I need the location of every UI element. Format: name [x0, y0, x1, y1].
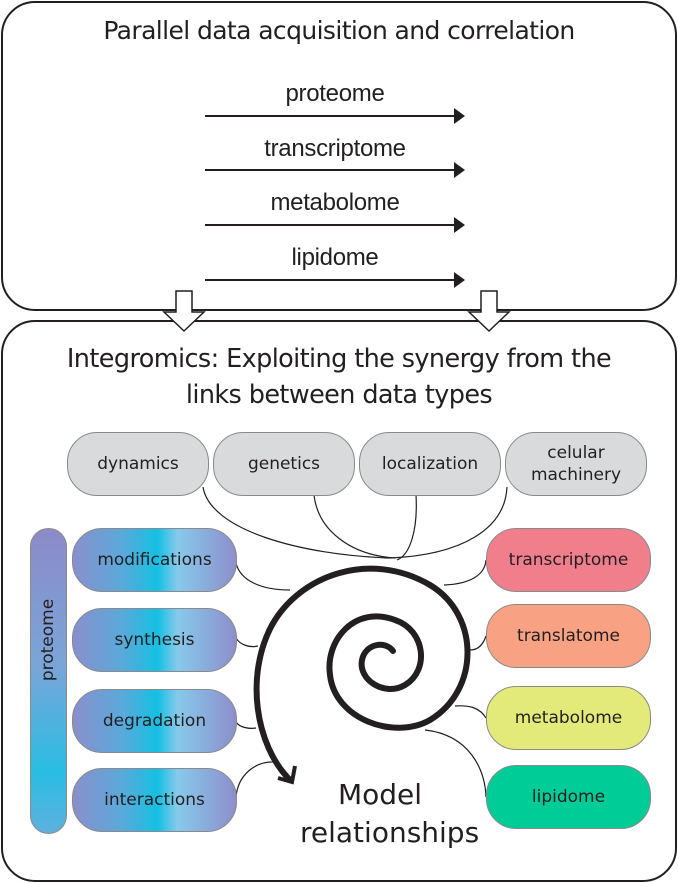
- node-label: modifications: [97, 550, 212, 570]
- node-label: synthesis: [114, 630, 195, 650]
- connector-genetics: [313, 494, 396, 559]
- node-lipidome: lipidome: [486, 765, 651, 829]
- node-label: degradation: [102, 711, 207, 731]
- node-label: machinery: [530, 465, 622, 485]
- flow-label-proteome: proteome: [285, 80, 385, 107]
- acquisition-title: Parallel data acquisition and correlatio…: [103, 16, 575, 45]
- node-label: genetics: [247, 454, 321, 474]
- node-localization: localization: [359, 432, 501, 496]
- flow-arrow-lipidome: [205, 272, 465, 288]
- flow-arrow-transcriptome: [205, 162, 465, 178]
- node-genetics: genetics: [213, 432, 355, 496]
- connector-lipidome: [424, 729, 487, 798]
- connector-metabolome: [454, 705, 487, 719]
- node-label: lipidome: [531, 787, 606, 807]
- node-synthesis: synthesis: [72, 608, 237, 672]
- model-relationships-label: Model relationships: [300, 776, 480, 852]
- node-cellular-machinery: celular machinery: [505, 432, 647, 496]
- node-label: translatome: [517, 626, 620, 646]
- node-label: interactions: [104, 790, 205, 810]
- node-degradation: degradation: [72, 689, 237, 753]
- integromics-title-line1: Integromics: Exploiting the synergy from…: [66, 344, 612, 374]
- connector-translatome: [469, 635, 487, 651]
- node-translatome: translatome: [486, 604, 651, 668]
- connector-synthesis: [235, 637, 259, 648]
- flow-arrow-proteome: [205, 108, 465, 124]
- node-label: localization: [381, 454, 479, 474]
- node-label: metabolome: [514, 708, 623, 728]
- node-label: transcriptome: [508, 550, 629, 570]
- node-dynamics: dynamics: [67, 432, 209, 496]
- connector-transcriptome: [443, 559, 487, 586]
- flow-label-metabolome: metabolome: [270, 189, 400, 216]
- connector-dynamics: [202, 486, 391, 559]
- node-label: dynamics: [97, 454, 179, 474]
- spiral-arrow: [253, 565, 471, 783]
- connector-modifications: [235, 562, 291, 591]
- model-label-line1: Model: [337, 778, 423, 811]
- integromics-title-line2: links between data types: [185, 380, 493, 410]
- connector-machinery: [389, 486, 508, 559]
- connector-localization: [396, 494, 417, 561]
- spiral-arrowhead-icon: [277, 765, 297, 785]
- node-interactions: interactions: [72, 768, 237, 832]
- node-metabolome: metabolome: [486, 686, 651, 750]
- flow-label-transcriptome: transcriptome: [264, 135, 406, 162]
- flow-label-lipidome: lipidome: [291, 244, 379, 271]
- down-arrow-left-icon: [162, 290, 206, 333]
- connector-degradation: [235, 721, 257, 729]
- node-modifications: modifications: [72, 528, 237, 592]
- model-label-line2: relationships: [300, 816, 480, 849]
- proteome-group-bar: [30, 528, 67, 834]
- flow-arrow-metabolome: [205, 217, 465, 233]
- node-transcriptome: transcriptome: [486, 528, 651, 592]
- node-label: celular: [547, 443, 605, 463]
- connector-interactions: [235, 761, 276, 798]
- acquisition-panel: [1, 1, 677, 311]
- integromics-title: Integromics: Exploiting the synergy from…: [0, 341, 678, 413]
- proteome-group-label: proteome: [38, 598, 58, 682]
- down-arrow-right-icon: [467, 290, 511, 333]
